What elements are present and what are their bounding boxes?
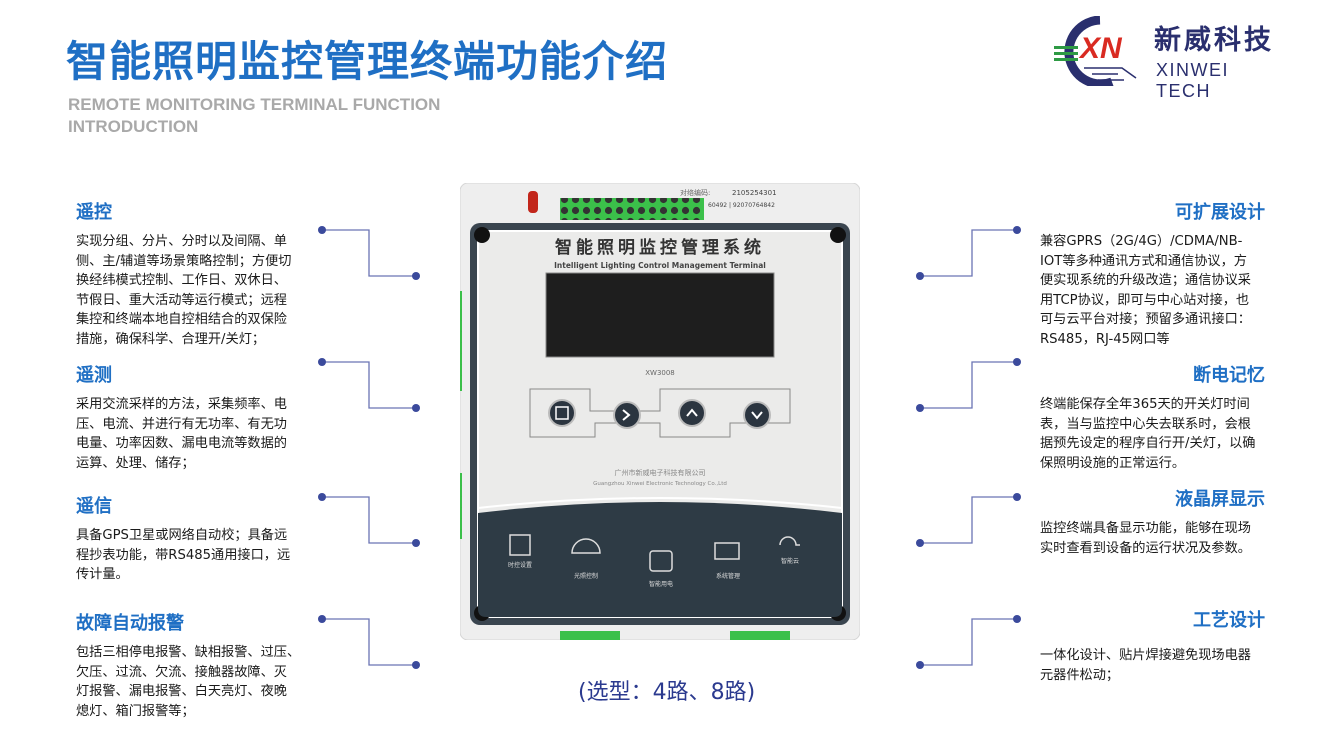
menu-button: [548, 399, 576, 427]
device-feature-label: 光照控制: [574, 572, 598, 580]
down-button: [743, 401, 771, 429]
device-serial2: 60492 | 92070764842: [708, 202, 775, 209]
device-serial-label: 对络编码:: [680, 188, 710, 197]
feature-telesignal: 遥信具备GPS卫星或网络自动校；具备远 程抄表功能，带RS485通用接口，远 传…: [76, 492, 321, 585]
feature-body: 具备GPS卫星或网络自动校；具备远 程抄表功能，带RS485通用接口，远 传计量…: [76, 528, 291, 583]
feature-title: 工艺设计: [1193, 610, 1265, 631]
feature-title: 可扩展设计: [1175, 202, 1265, 223]
feature-lcd: 液晶屏显示监控终端具备显示功能，能够在现场 实时查看到设备的运行状况及参数。: [1040, 485, 1265, 558]
device-feature-label: 时控设置: [508, 561, 532, 569]
antenna-icon: [528, 191, 538, 213]
feature-title: 故障自动报警: [76, 613, 184, 634]
up-button: [678, 399, 706, 427]
device-model: XW3008: [645, 369, 675, 377]
feature-body: 采用交流采样的方法，采集频率、电 压、电流、并进行有无功率、有无功 电量、功率因…: [76, 397, 287, 471]
feature-body: 终端能保存全年365天的开关灯时间 表，当与监控中心失去联系时，会根 据预先设定…: [1040, 397, 1256, 471]
feature-title: 断电记忆: [1193, 365, 1265, 386]
feature-power-memory: 断电记忆终端能保存全年365天的开关灯时间 表，当与监控中心失去联系时，会根 据…: [1040, 361, 1265, 473]
terminal-device-image: 对络编码: 2105254301 60492 | 92070764842 智能照…: [460, 183, 860, 640]
selection-note: (选型：4路、8路): [578, 680, 756, 705]
feature-body: 监控终端具备显示功能，能够在现场 实时查看到设备的运行状况及参数。: [1040, 521, 1251, 556]
svg-text:XN: XN: [1078, 32, 1123, 65]
next-button: [613, 401, 641, 429]
feature-body: 一体化设计、贴片焊接避免现场电器 元器件松动；: [1040, 648, 1251, 683]
xn-logo-icon: XN: [1054, 15, 1137, 89]
device-feature-label: 智能用电: [649, 580, 673, 588]
device-feature-label: 智能云: [781, 557, 799, 565]
feature-body: 兼容GPRS（2G/4G）/CDMA/NB- IOT等多种通讯方式和通信协议，方…: [1040, 234, 1251, 347]
company-logo: XN 新威科技 XINWEI TECH: [1052, 15, 1282, 101]
device-serial: 2105254301: [732, 189, 777, 197]
feature-title: 遥信: [76, 496, 112, 517]
logo-name-en: XINWEI TECH: [1156, 60, 1230, 101]
page-subtitle: REMOTE MONITORING TERMINAL FUNCTION INTR…: [68, 95, 441, 136]
device-company-cn: 广州市新威电子科技有限公司: [615, 468, 706, 477]
feature-body: 包括三相停电报警、缺相报警、过压、 欠压、过流、欠流、接触器故障、灭 灯报警、漏…: [76, 645, 301, 719]
page-title: 智能照明监控管理终端功能介绍: [66, 37, 669, 86]
feature-expandable: 可扩展设计兼容GPRS（2G/4G）/CDMA/NB- IOT等多种通讯方式和通…: [1040, 198, 1265, 350]
device-title-cn: 智能照明监控管理系统: [555, 237, 765, 258]
feature-remote-control: 遥控实现分组、分片、分时以及间隔、单 侧、主/辅道等场景策略控制；方便切 换经纬…: [76, 198, 321, 350]
device-company-en: Guangzhou Xinwei Electronic Technology C…: [593, 481, 727, 487]
feature-fault-alarm: 故障自动报警包括三相停电报警、缺相报警、过压、 欠压、过流、欠流、接触器故障、灭…: [76, 609, 321, 721]
device-title-en: Intelligent Lighting Control Management …: [554, 261, 766, 270]
lcd-screen: [545, 272, 775, 358]
feature-body: 实现分组、分片、分时以及间隔、单 侧、主/辅道等场景策略控制；方便切 换经纬模式…: [76, 234, 292, 347]
feature-title: 遥控: [76, 202, 112, 223]
logo-name-cn: 新威科技: [1154, 25, 1274, 56]
feature-telemetry: 遥测采用交流采样的方法，采集频率、电 压、电流、并进行有无功率、有无功 电量、功…: [76, 361, 321, 473]
feature-title: 液晶屏显示: [1175, 489, 1265, 510]
feature-craft: 工艺设计一体化设计、贴片焊接避免现场电器 元器件松动；: [1040, 606, 1265, 685]
feature-title: 遥测: [76, 365, 112, 386]
device-feature-label: 系统管理: [716, 572, 740, 580]
